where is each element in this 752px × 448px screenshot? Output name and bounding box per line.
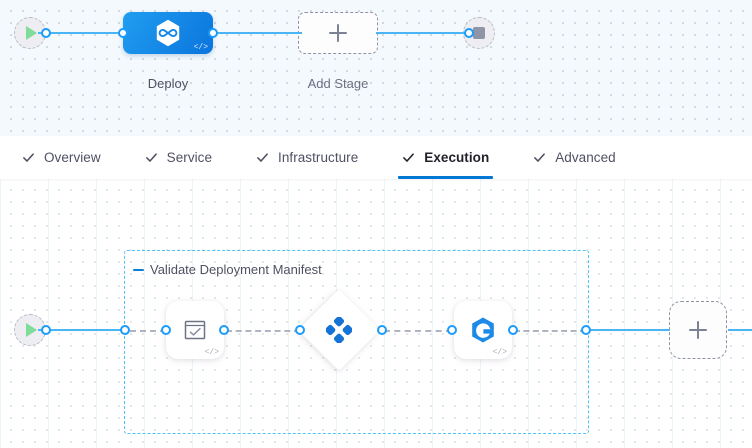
port-rolling-out[interactable] [508, 325, 518, 335]
tab-label: Overview [44, 150, 101, 165]
port-dry-run-out[interactable] [219, 325, 229, 335]
dry-run-check-window-icon [184, 320, 206, 340]
add-step-button[interactable] [669, 301, 727, 359]
edge-rolling-to-group-end [514, 330, 586, 332]
port-approve-out[interactable] [377, 325, 387, 335]
port-start-out[interactable] [41, 28, 51, 38]
step-code-badge-rolling[interactable]: </> [492, 348, 507, 357]
tab-service[interactable]: Service [123, 136, 234, 179]
edge-dry-run-to-approve [226, 330, 300, 332]
check-icon [145, 153, 157, 162]
check-icon [257, 153, 268, 162]
step-group-label: Validate Deployment Manifest [150, 262, 322, 277]
step-node-approve-harness[interactable] [297, 288, 381, 372]
stage-label-deploy: Deploy [147, 76, 189, 91]
add-stage-button[interactable] [298, 12, 378, 54]
edge-start-to-deploy [38, 32, 124, 34]
edge-start-to-group [38, 329, 126, 331]
edge-add-step-out [728, 329, 752, 331]
step-group-validate-deployment-manifest[interactable] [124, 250, 589, 434]
harness-hexagon-icon [156, 19, 180, 47]
port-group-out[interactable] [581, 325, 591, 335]
stage-node-deploy[interactable]: </> [123, 12, 213, 54]
tab-execution[interactable]: Execution [380, 136, 511, 179]
step-code-badge-dry-run[interactable]: </> [204, 348, 219, 357]
play-icon [26, 26, 37, 40]
tab-infrastructure[interactable]: Infrastructure [234, 136, 380, 179]
plus-icon [689, 321, 707, 339]
step-node-dry-run[interactable]: </> [166, 301, 224, 359]
tab-label: Advanced [555, 150, 616, 165]
tab-overview[interactable]: Overview [0, 136, 123, 179]
pipeline-start-node[interactable] [14, 17, 46, 49]
tab-label: Execution [424, 150, 490, 165]
tab-label: Service [166, 150, 213, 165]
tab-list: Overview Service Infrastructure Execution Ad… [0, 136, 638, 179]
minus-icon[interactable] [133, 268, 144, 271]
stage-config-tabbar: Overview Service Infrastructure Execution Ad… [0, 136, 752, 179]
step-group-header[interactable]: Validate Deployment Manifest [133, 262, 322, 277]
check-icon [534, 153, 546, 162]
approval-diamond-icon [326, 317, 352, 343]
port-exec-start-out[interactable] [41, 325, 51, 335]
rolling-deployment-icon [472, 317, 494, 343]
edge-group-to-dry-run [130, 330, 166, 332]
port-end-in[interactable] [464, 28, 474, 38]
add-stage-label: Add Stage [307, 76, 369, 91]
port-approve-in[interactable] [295, 325, 305, 335]
tab-label: Infrastructure [278, 150, 359, 165]
port-group-in[interactable] [120, 325, 130, 335]
check-icon [403, 153, 415, 162]
edge-approve-to-rolling [384, 330, 452, 332]
edge-add-stage-to-end [376, 32, 468, 34]
plus-icon [329, 24, 347, 42]
stop-icon [473, 27, 485, 39]
stage-canvas[interactable]: </> Deploy Add Stage [0, 0, 752, 136]
step-node-rolling-deployment[interactable]: </> [454, 301, 512, 359]
port-deploy-in[interactable] [118, 28, 128, 38]
edge-deploy-to-add-stage [212, 32, 302, 34]
edge-group-to-add-step [586, 329, 670, 331]
tab-advanced[interactable]: Advanced [511, 136, 637, 179]
execution-canvas[interactable]: Validate Deployment Manifest </> Dry Run [0, 179, 752, 448]
stage-code-badge[interactable]: </> [193, 43, 208, 52]
port-deploy-out[interactable] [208, 28, 218, 38]
port-rolling-in[interactable] [447, 325, 457, 335]
port-dry-run-in[interactable] [161, 325, 171, 335]
check-icon [23, 153, 34, 162]
play-icon [26, 323, 37, 337]
